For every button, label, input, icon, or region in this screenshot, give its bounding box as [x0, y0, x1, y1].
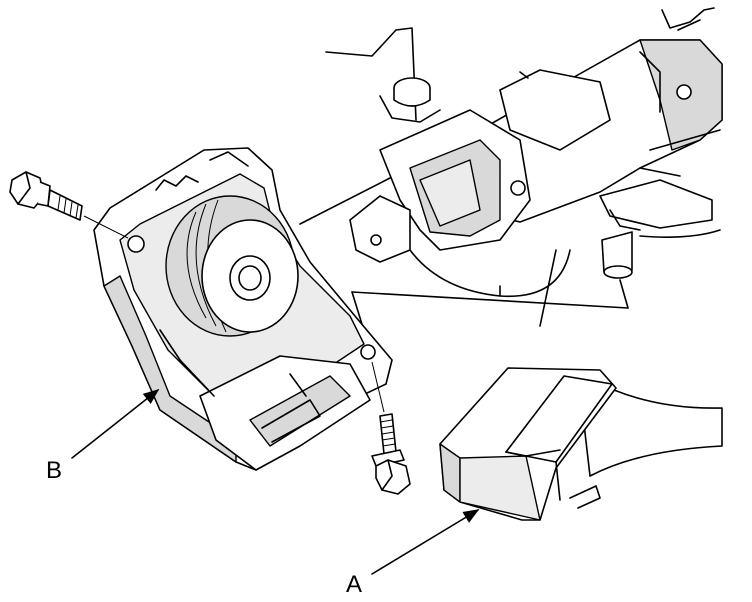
bolt-alignment-line	[83, 215, 129, 239]
ignition-switch	[93, 147, 393, 471]
callout-b: B	[46, 389, 160, 484]
alignment-line	[299, 177, 391, 225]
lower-bolt	[371, 413, 411, 495]
harness-connector	[439, 367, 723, 521]
callout-a: A	[346, 509, 480, 598]
steering-column-assembly	[325, 7, 723, 351]
callout-a-label: A	[346, 571, 362, 598]
callout-b-label: B	[46, 457, 62, 484]
upper-bolt	[9, 171, 83, 221]
lower-bolt-alignment-line	[371, 361, 385, 413]
